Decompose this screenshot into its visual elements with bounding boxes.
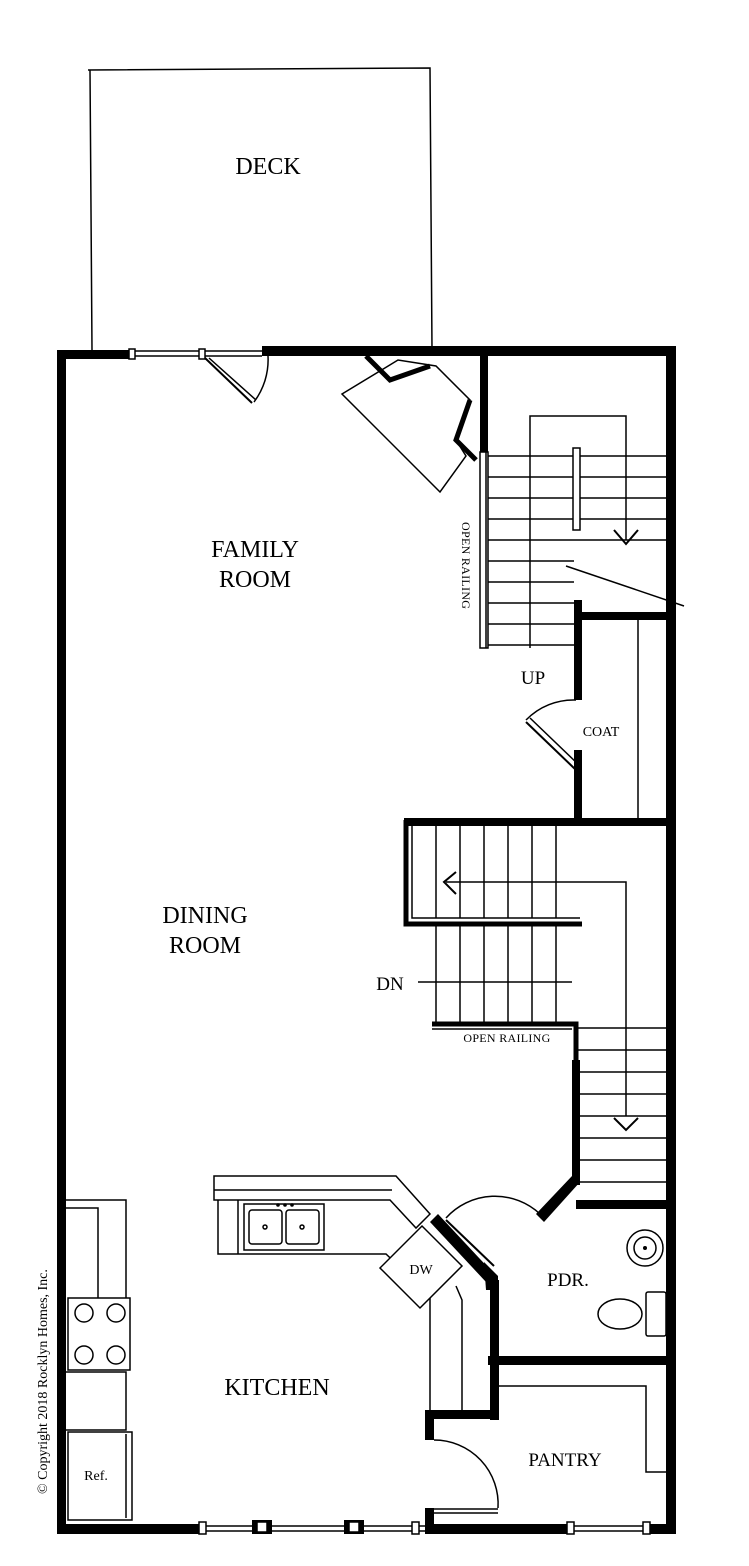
deck-label: DECK — [235, 154, 301, 180]
refrigerator-label: Ref. — [84, 1469, 108, 1484]
fireplace — [340, 354, 478, 494]
deck: DECK — [87, 67, 433, 351]
powder-room: PDR. — [441, 1195, 667, 1337]
toilet — [597, 1291, 667, 1337]
dining-room-label-line1: DINING — [162, 903, 247, 929]
coat-closet: COAT — [525, 620, 639, 818]
coat-label: COAT — [583, 725, 620, 740]
family-room-label-line2: ROOM — [219, 567, 291, 593]
pantry: PANTRY — [433, 1385, 666, 1514]
exterior-walls — [57, 346, 676, 1534]
kitchen-label: KITCHEN — [224, 1375, 329, 1401]
bottom-windows — [198, 1520, 651, 1535]
dining-room-label-line2: ROOM — [169, 933, 241, 959]
cooktop — [74, 1303, 126, 1365]
open-railing-horizontal: OPEN RAILING — [463, 1031, 550, 1045]
family-room-door[interactable] — [204, 355, 269, 404]
stair-down: DN OPEN RAILING — [376, 820, 666, 1183]
copyright-text: © Copyright 2018 Rocklyn Homes, Inc. — [36, 1269, 51, 1494]
stair-up: OPEN RAILING UP — [459, 415, 685, 689]
interior-walls — [404, 354, 676, 1532]
kitchen-island — [213, 1175, 463, 1414]
bathroom-sink — [626, 1229, 664, 1267]
stair-up-label: UP — [521, 668, 545, 689]
stair-down-treads — [435, 826, 666, 1183]
open-railing-vertical: OPEN RAILING — [459, 522, 473, 609]
dishwasher-label: DW — [409, 1263, 433, 1278]
kitchen-angled-wall — [430, 1214, 498, 1290]
pantry-label: PANTRY — [528, 1450, 601, 1471]
kitchen-sink — [243, 1203, 325, 1251]
dishwasher: DW — [378, 1224, 464, 1310]
room-labels: FAMILY ROOM DINING ROOM KITCHEN — [162, 537, 329, 1401]
pdr-label: PDR. — [547, 1270, 589, 1291]
kitchen-counters: Ref. — [66, 1199, 133, 1521]
deck-sliding-door[interactable] — [128, 348, 262, 360]
family-room-label-line1: FAMILY — [211, 537, 299, 563]
stair-down-label: DN — [376, 974, 404, 995]
